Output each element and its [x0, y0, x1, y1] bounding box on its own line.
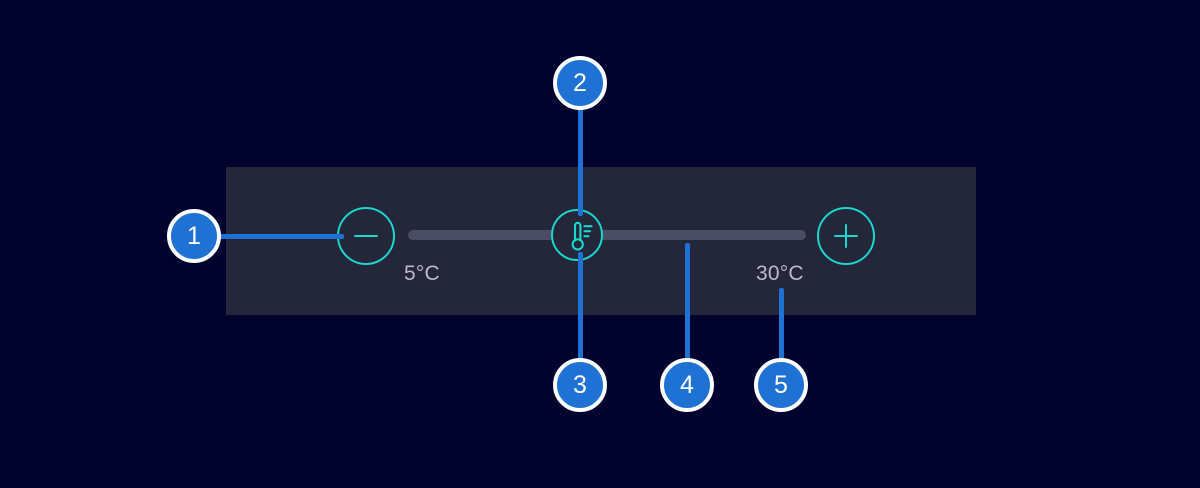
annotation-badge-5[interactable]: 5: [754, 358, 808, 412]
leader-line-3: [578, 252, 583, 362]
temperature-slider: 5°C 30°C: [226, 167, 976, 315]
max-temperature-label: 30°C: [756, 262, 804, 285]
leader-line-1: [220, 234, 344, 239]
increase-temperature-button[interactable]: [817, 207, 875, 265]
annotation-badge-2[interactable]: 2: [553, 56, 607, 110]
leader-line-4: [685, 243, 690, 363]
plus-icon-vertical: [845, 224, 847, 248]
leader-line-2: [578, 104, 583, 216]
min-temperature-label: 5°C: [404, 262, 440, 285]
annotation-badge-4[interactable]: 4: [660, 358, 714, 412]
thermometer-icon: [571, 221, 593, 251]
leader-line-5: [779, 288, 784, 363]
slider-track[interactable]: [408, 230, 806, 240]
slider-handle[interactable]: [551, 209, 603, 261]
decrease-temperature-button[interactable]: [337, 207, 395, 265]
annotation-badge-3[interactable]: 3: [553, 358, 607, 412]
annotation-badge-1[interactable]: 1: [167, 209, 221, 263]
minus-icon: [354, 235, 378, 237]
